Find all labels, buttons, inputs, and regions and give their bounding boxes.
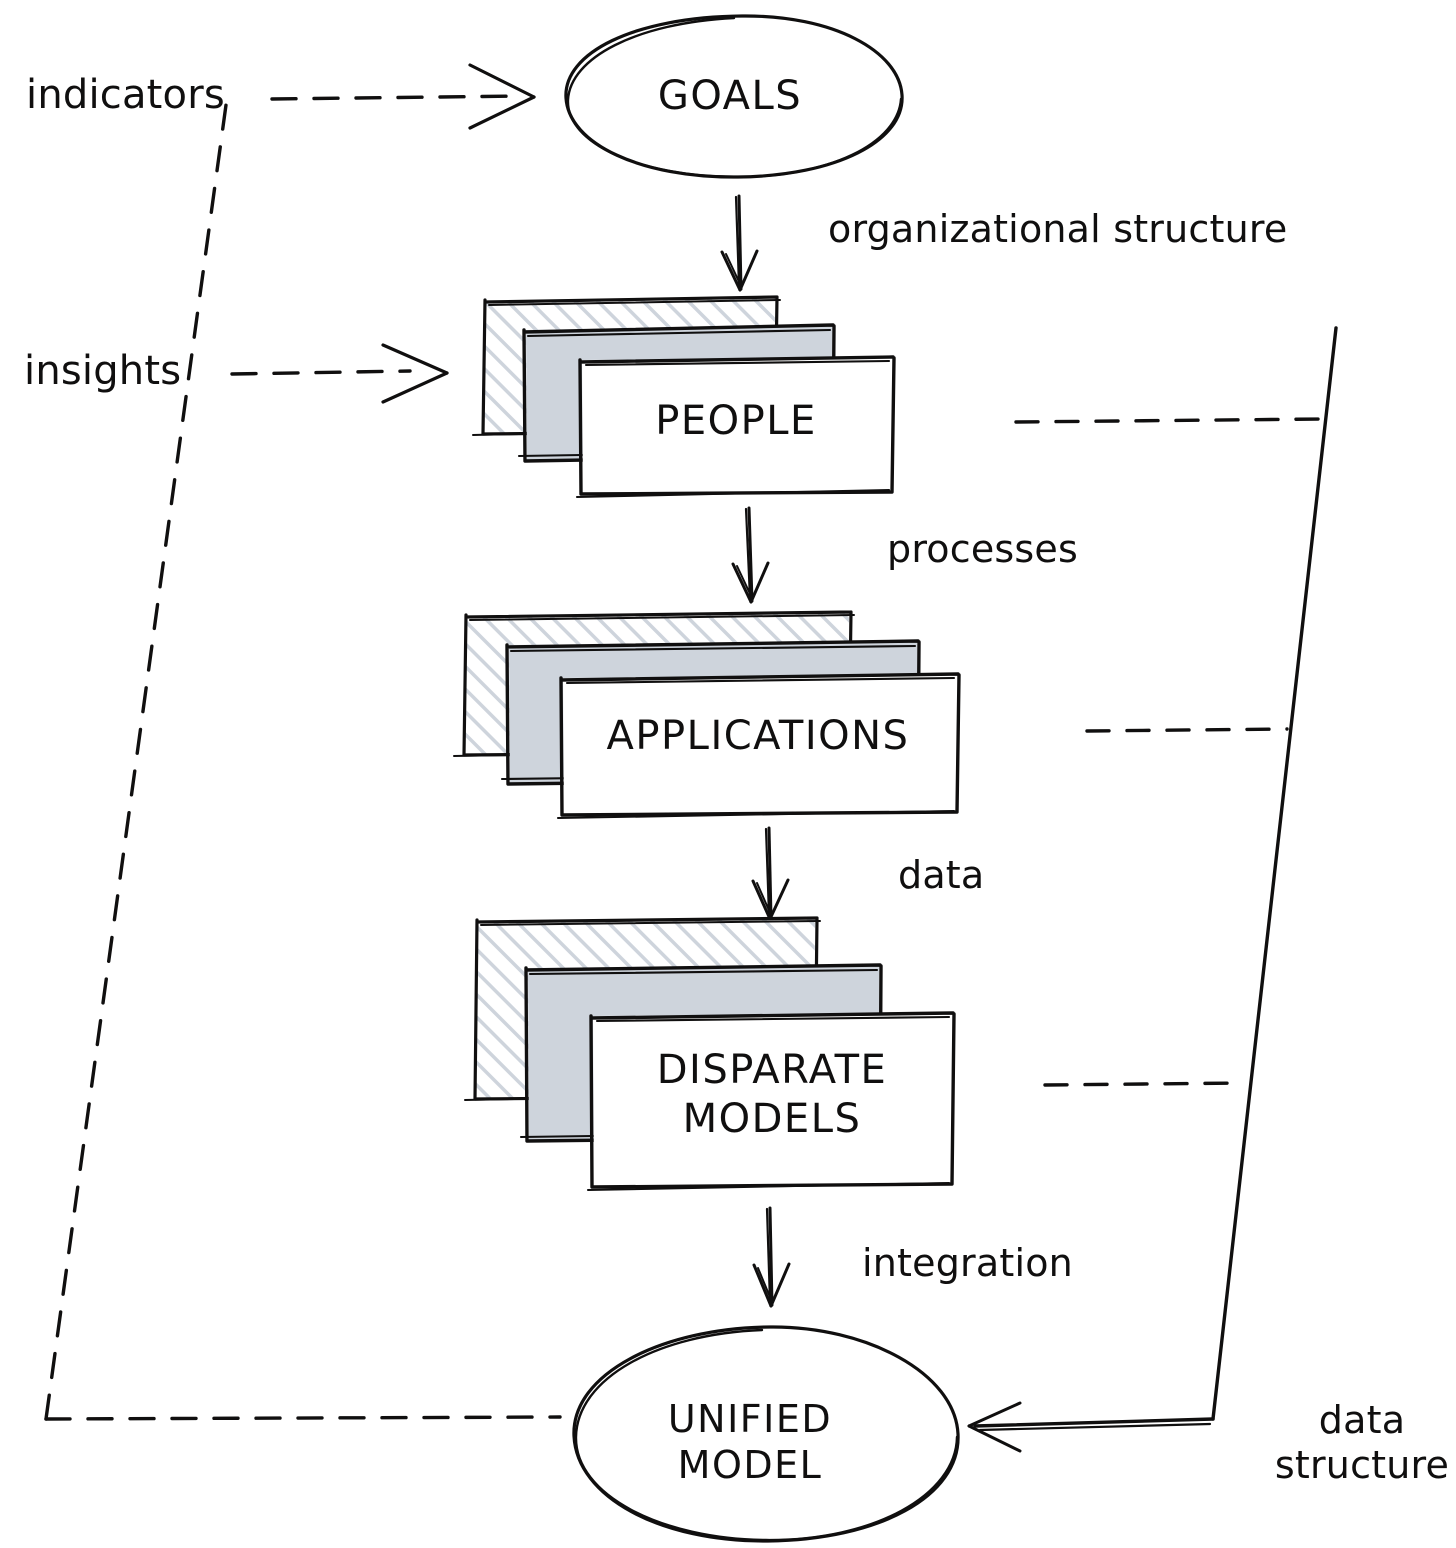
node-unified-model[interactable] <box>572 1325 960 1543</box>
node-applications[interactable] <box>453 610 961 820</box>
dashed-connector-people-spine <box>1014 417 1324 424</box>
node-people[interactable] <box>472 295 896 499</box>
feedback-dashed-path <box>44 103 562 1421</box>
dashed-connector-applications-spine <box>1085 727 1289 733</box>
arrow-applications-to-models <box>751 826 790 921</box>
arrow-goals-to-people <box>720 194 759 292</box>
dashed-connector-models-spine <box>1043 1081 1245 1087</box>
models-front-rect <box>593 1013 953 1187</box>
arrow-models-to-unified <box>752 1206 791 1308</box>
node-disparate-models[interactable] <box>464 916 956 1192</box>
applications-front-rect <box>563 674 958 815</box>
arrow-insights-to-people <box>230 343 449 404</box>
node-goals[interactable] <box>564 14 904 179</box>
people-front-rect <box>582 357 893 494</box>
arrow-people-to-applications <box>731 506 770 604</box>
right-spine-line <box>967 326 1338 1453</box>
arrow-indicators-to-goals <box>270 63 536 130</box>
